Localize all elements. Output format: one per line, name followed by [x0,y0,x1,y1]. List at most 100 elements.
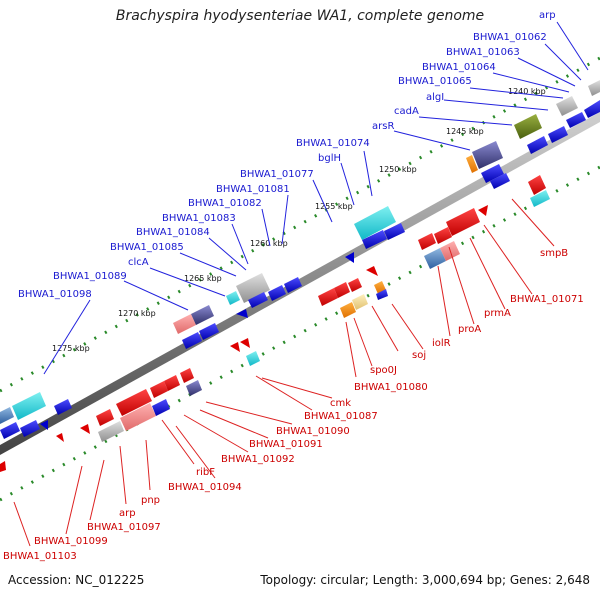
ruler-label: 1275 kbp [52,344,90,353]
gene-feature [556,96,578,116]
gene-feature [446,208,480,236]
gene-feature [418,233,436,250]
gene-feature [180,368,194,383]
gene-feature [345,252,354,263]
gene-feature [236,273,270,303]
gene-feature [226,291,240,305]
gene-feature [54,399,72,415]
gene-feature [0,422,20,439]
gene-feature [472,141,503,169]
gene-feature [0,407,14,424]
gene-feature [268,285,286,301]
gene-feature [164,375,180,391]
gene-feature [478,205,488,216]
gene-label: BHWA1_01083 [162,213,236,224]
gene-label: BHWA1_01064 [422,62,496,73]
gene-label: BHWA1_01063 [446,47,520,58]
forward-leaders [43,21,589,375]
gene-feature [56,433,64,442]
gene-label: BHWA1_01065 [398,76,472,87]
gene-label: BHWA1_01062 [473,32,547,43]
gene-feature [186,380,202,396]
gene-feature [466,155,478,173]
gene-label: arp [539,10,556,21]
gene-label: algI [426,92,444,103]
gene-feature [528,175,546,195]
ruler-label: 1240 kbp [508,87,546,96]
gene-label: soj [412,350,426,361]
gene-feature [191,305,214,325]
gene-label: clcA [128,257,149,268]
gene-label: BHWA1_01084 [136,227,210,238]
gene-feature [584,100,600,118]
gene-feature [152,399,170,416]
gene-label: BHWA1_01085 [110,242,184,253]
gene-label: arp [119,508,136,519]
ruler: 1240 kbp 1245 kbp 1250 kbp 1255 kbp 1260… [52,87,546,353]
gene-feature [98,421,124,442]
gene-label: BHWA1_01097 [87,522,161,533]
gene-feature [340,302,356,318]
gene-feature [548,126,568,143]
genome-summary-text: Topology: circular; Length: 3,000,694 bp… [260,573,590,587]
gene-feature [96,409,114,426]
accession-text: Accession: NC_012225 [8,573,145,587]
reverse-genes [0,175,550,472]
forward-dotted-track [0,56,600,393]
gene-label: BHWA1_01082 [188,198,262,209]
gene-label: BHWA1_01087 [304,411,378,422]
gene-feature [334,282,350,298]
ruler-label: 1255 kbp [315,202,353,211]
gene-feature [284,277,302,293]
ruler-label: 1265 kbp [184,274,222,283]
gene-feature [0,461,6,472]
reverse-dotted-track [0,165,600,502]
gene-label: iolR [432,338,451,349]
gene-feature [230,342,240,352]
gene-feature [246,351,260,366]
gene-feature [530,190,550,207]
gene-label: BHWA1_01089 [53,271,127,282]
gene-feature [248,292,268,308]
forward-genes [0,80,600,439]
gene-label: spo0J [370,365,397,376]
gene-label: smpB [540,248,568,259]
gene-feature [116,389,152,416]
forward-labels: arp BHWA1_01062 BHWA1_01063 BHWA1_01064 … [18,10,556,300]
gene-label: BHWA1_01103 [3,551,77,562]
gene-label: BHWA1_01099 [34,536,108,547]
gene-label: cmk [330,398,351,409]
gene-feature [384,223,405,240]
gene-label: BHWA1_01092 [221,454,295,465]
gene-label: BHWA1_01090 [276,426,350,437]
gene-feature [240,338,250,348]
ruler-label: 1245 kbp [446,127,484,136]
gene-label: BHWA1_01098 [18,289,92,300]
gene-feature [527,136,548,154]
gene-label: prmA [484,308,511,319]
gene-feature [199,323,219,340]
gene-feature [182,332,202,349]
gene-feature [490,173,510,189]
gene-feature [80,424,90,434]
gene-label: arsR [372,121,394,132]
gene-label: BHWA1_01080 [354,382,428,393]
gene-feature [481,164,504,183]
gene-feature [352,294,368,310]
gene-feature [424,248,446,269]
gene-label: proA [458,324,481,335]
gene-feature [173,314,196,334]
gene-label: BHWA1_01071 [510,294,584,305]
gene-feature [236,309,248,318]
gene-label: BHWA1_01074 [296,138,370,149]
gene-feature [40,420,48,430]
ruler-label: 1260 kbp [250,239,288,248]
gene-feature [434,227,452,244]
gene-label: pnp [141,495,160,506]
gene-label: bglH [318,153,341,164]
gene-feature [376,289,388,300]
reverse-leaders [13,198,555,547]
gene-feature [348,278,362,292]
ruler-label: 1270 kbp [118,309,156,318]
